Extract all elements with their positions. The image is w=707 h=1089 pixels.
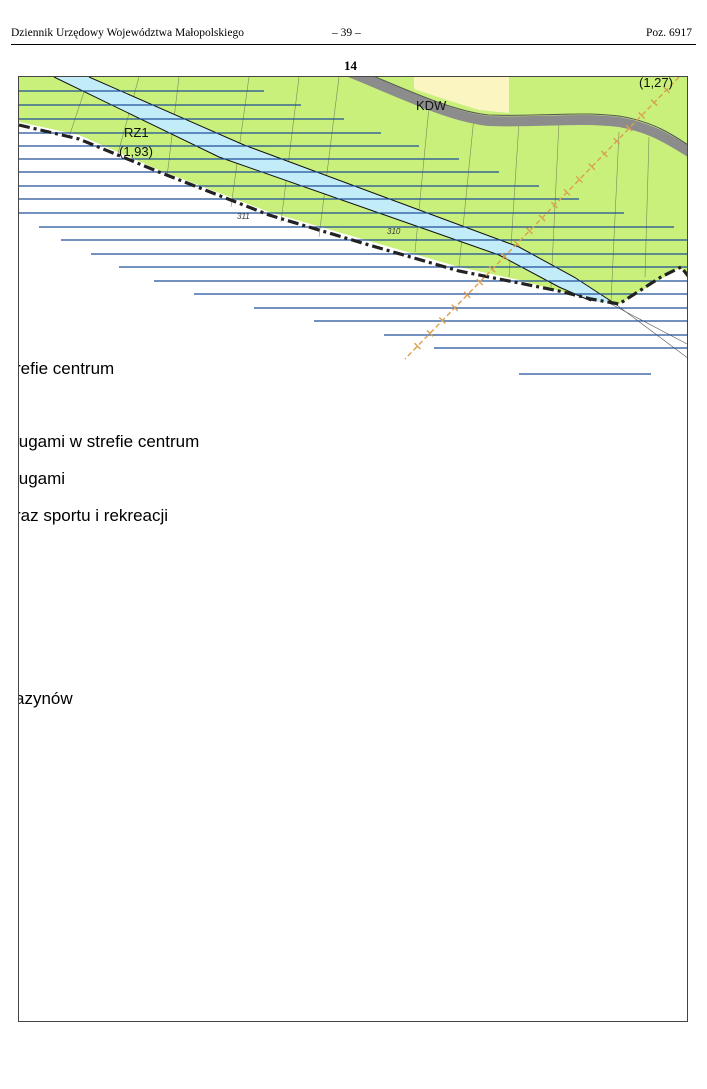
map-sheet-number: 14 [344, 58, 357, 73]
power-line-tick [563, 188, 571, 196]
power-line-tick [538, 214, 546, 222]
power-line-tick [575, 176, 583, 184]
power-line-tick [463, 291, 471, 299]
power-line-tick [613, 137, 621, 145]
plot-number-b: 311 [237, 212, 250, 221]
road-code-label: KDW [416, 98, 447, 113]
power-line-tick [413, 342, 421, 350]
plan-boundary [19, 123, 687, 306]
legend-line-5: azynów [18, 689, 73, 708]
power-line-tick [501, 252, 509, 260]
power-line-tick [438, 317, 446, 325]
power-line-tick [650, 99, 658, 107]
power-line-tick [600, 150, 608, 158]
power-line-tick [625, 124, 633, 132]
power-line [404, 77, 680, 360]
power-line-tick [451, 304, 459, 312]
legend-line-3: ługami [18, 469, 66, 488]
power-line-tick [488, 265, 496, 273]
zone-area-label: (1,93) [119, 144, 153, 159]
power-line-tick [588, 163, 596, 171]
journal-title: Dziennik Urzędowy Województwa Małopolski… [11, 27, 244, 39]
plot-number-a: 310 [387, 227, 401, 236]
hatch-pattern [19, 90, 687, 375]
water-channel-edge-inner [53, 77, 592, 302]
power-line-tick [526, 227, 534, 235]
extension-lines [608, 302, 687, 358]
area-top-right-label: (1,27) [639, 77, 673, 90]
legend-line-2: ługami w strefie centrum [18, 432, 200, 451]
header-rule [11, 44, 696, 45]
legend-line-1: refie centrum [18, 359, 115, 378]
built-area [414, 77, 509, 113]
zoning-map: RZ1 (1,93) KDW (1,27) 310 311 [19, 77, 687, 375]
power-line-tick [513, 240, 521, 248]
water-channel-edge [88, 77, 615, 304]
road-kdw-edge [374, 77, 687, 145]
power-line-tick [638, 111, 646, 119]
page-counter: – 39 – [332, 27, 361, 39]
page-header: Dziennik Urzędowy Województwa Małopolski… [11, 27, 692, 45]
power-line-tick [550, 201, 558, 209]
position-number: Poz. 6917 [646, 27, 692, 39]
legend-line-4: raz sportu i rekreacji [18, 506, 169, 525]
road-kdw [348, 77, 687, 157]
zone-code-label: RZ1 [124, 125, 149, 140]
map-frame: RZ1 (1,93) KDW (1,27) 310 311 refie cent… [18, 76, 688, 1022]
power-line-tick [663, 86, 671, 94]
power-line-tick [426, 329, 434, 337]
power-line-tick [476, 278, 484, 286]
